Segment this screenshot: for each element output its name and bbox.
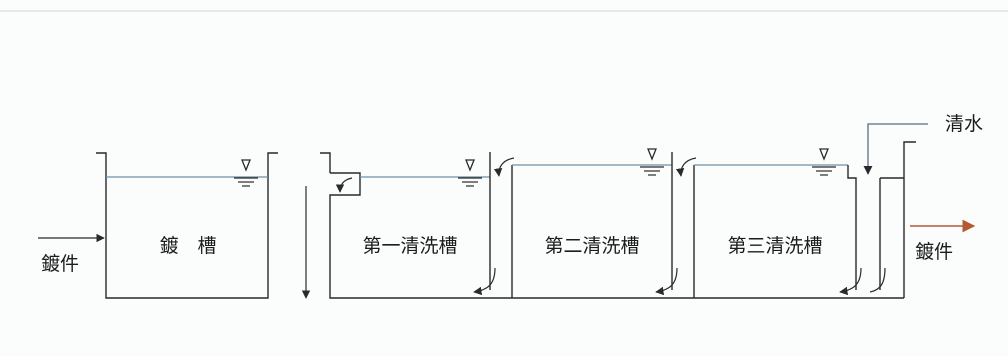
water-level-icon	[234, 159, 258, 187]
water-level-icon	[640, 148, 664, 176]
flow-curve-2-bottom	[655, 267, 678, 296]
rinse-1-overflow-curve	[335, 177, 353, 193]
clean-water-pipe	[863, 123, 928, 175]
plating-tank-label: 鍍 槽	[159, 235, 216, 257]
rinse-tank-3-label: 第三清洗槽	[727, 235, 822, 257]
clean-water-label: 清水	[945, 113, 983, 135]
rinse-tank-1-label: 第一清洗槽	[362, 235, 457, 257]
plating-tank-walls	[96, 152, 278, 299]
plating-tank	[96, 152, 278, 299]
rinse-tank-1	[301, 152, 512, 299]
workpiece-out-label: 鍍件	[915, 241, 953, 263]
outer-right-wall	[903, 141, 916, 298]
flow-curve-2-top	[493, 157, 515, 177]
flow-curve-3-bottom	[839, 267, 862, 296]
flow-curve-3-top	[675, 157, 697, 177]
rinse-tank-2-label: 第二清洗槽	[544, 235, 639, 257]
inlet-flow-curve	[869, 267, 886, 293]
rinse-3-right-baffle	[847, 165, 857, 290]
water-level-icon	[812, 148, 836, 176]
rinse-tank-3	[694, 148, 904, 299]
water-level-icon	[458, 159, 482, 187]
rinse-1-overflow-weir	[329, 172, 512, 299]
rinse-1-left-wall-top	[320, 152, 331, 173]
workpiece-in-label: 鍍件	[41, 253, 79, 275]
rinse-tank-2	[512, 148, 694, 299]
flow-curve-1-bottom	[473, 267, 496, 296]
